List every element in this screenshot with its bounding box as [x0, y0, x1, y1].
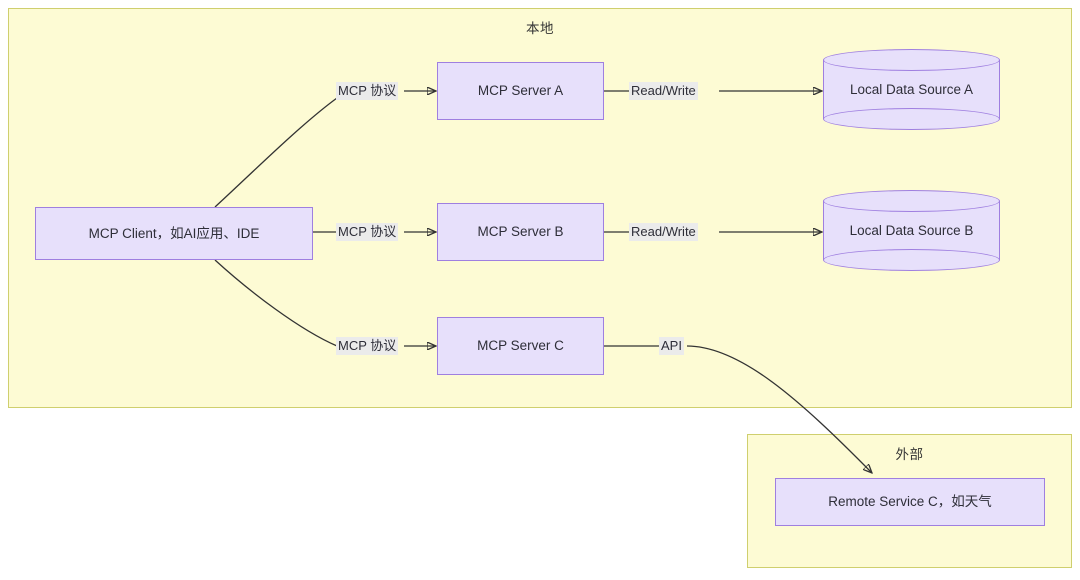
node-mcp-server-c-label: MCP Server C [477, 338, 564, 354]
node-mcp-server-a[interactable]: MCP Server A [437, 62, 604, 120]
node-local-data-source-b[interactable]: Local Data Source B [823, 190, 1000, 271]
edge-label-server-b-to-datasource-b: Read/Write [629, 223, 698, 242]
cylinder-top-ellipse [823, 49, 1000, 71]
edge-label-client-to-server-c: MCP 协议 [336, 337, 399, 356]
node-mcp-client[interactable]: MCP Client，如AI应用、IDE [35, 207, 313, 260]
node-mcp-server-b[interactable]: MCP Server B [437, 203, 604, 261]
cylinder-top-ellipse [823, 190, 1000, 212]
node-mcp-server-c[interactable]: MCP Server C [437, 317, 604, 375]
node-local-data-source-a-label: Local Data Source A [849, 82, 974, 97]
node-mcp-server-a-label: MCP Server A [477, 83, 564, 99]
node-local-data-source-a[interactable]: Local Data Source A [823, 49, 1000, 130]
cylinder-bottom-ellipse [823, 108, 1000, 130]
group-external-title: 外部 [895, 447, 924, 462]
edge-label-client-to-server-b: MCP 协议 [336, 223, 399, 242]
node-mcp-server-b-label: MCP Server B [477, 224, 564, 240]
node-local-data-source-b-label: Local Data Source B [849, 223, 974, 238]
edge-label-server-a-to-datasource-a: Read/Write [629, 82, 698, 101]
group-local-title: 本地 [526, 21, 554, 36]
node-remote-service-c[interactable]: Remote Service C，如天气 [775, 478, 1045, 526]
node-mcp-client-label: MCP Client，如AI应用、IDE [88, 225, 260, 241]
edge-label-client-to-server-a: MCP 协议 [336, 82, 399, 101]
edge-label-server-c-to-remote-service-c: API [659, 337, 684, 356]
cylinder-bottom-ellipse [823, 249, 1000, 271]
node-remote-service-c-label: Remote Service C，如天气 [828, 494, 992, 510]
